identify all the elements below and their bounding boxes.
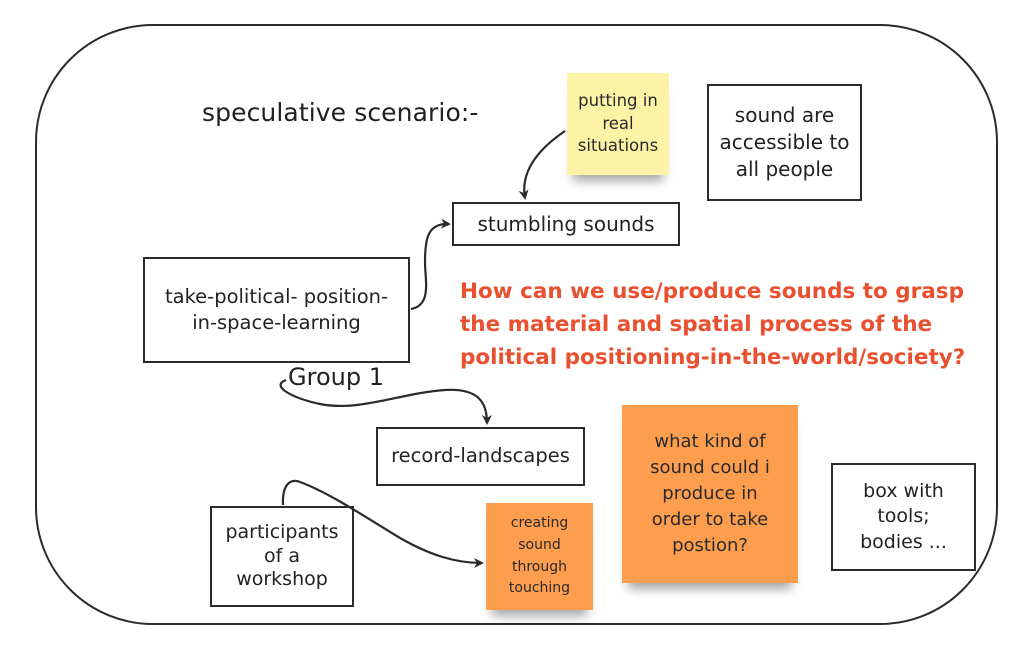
sticky-note-what-kind-of-sound[interactable]: what kind of sound could i produce in or… <box>622 405 798 583</box>
box-with-tools-bodies[interactable]: box with tools; bodies ... <box>831 463 976 571</box>
research-question-text[interactable]: How can we use/produce sounds to grasp t… <box>460 279 966 370</box>
box-sound-accessible[interactable]: sound are accessible to all people <box>707 84 862 201</box>
group-label[interactable]: Group 1 <box>288 363 384 391</box>
scenario-frame[interactable] <box>35 24 998 625</box>
frame-title[interactable]: speculative scenario:- <box>202 98 479 127</box>
box-record-landscapes[interactable]: record-landscapes <box>376 427 585 486</box>
box-take-political-position[interactable]: take-political- position- in-space-learn… <box>143 257 410 363</box>
box-stumbling-sounds[interactable]: stumbling sounds <box>452 202 680 246</box>
sticky-note-creating-sound-touching[interactable]: creating sound through touching <box>486 503 593 610</box>
sticky-note-putting-in-real-situations[interactable]: putting in real situations <box>567 73 669 175</box>
box-participants-workshop[interactable]: participants of a workshop <box>210 506 354 607</box>
